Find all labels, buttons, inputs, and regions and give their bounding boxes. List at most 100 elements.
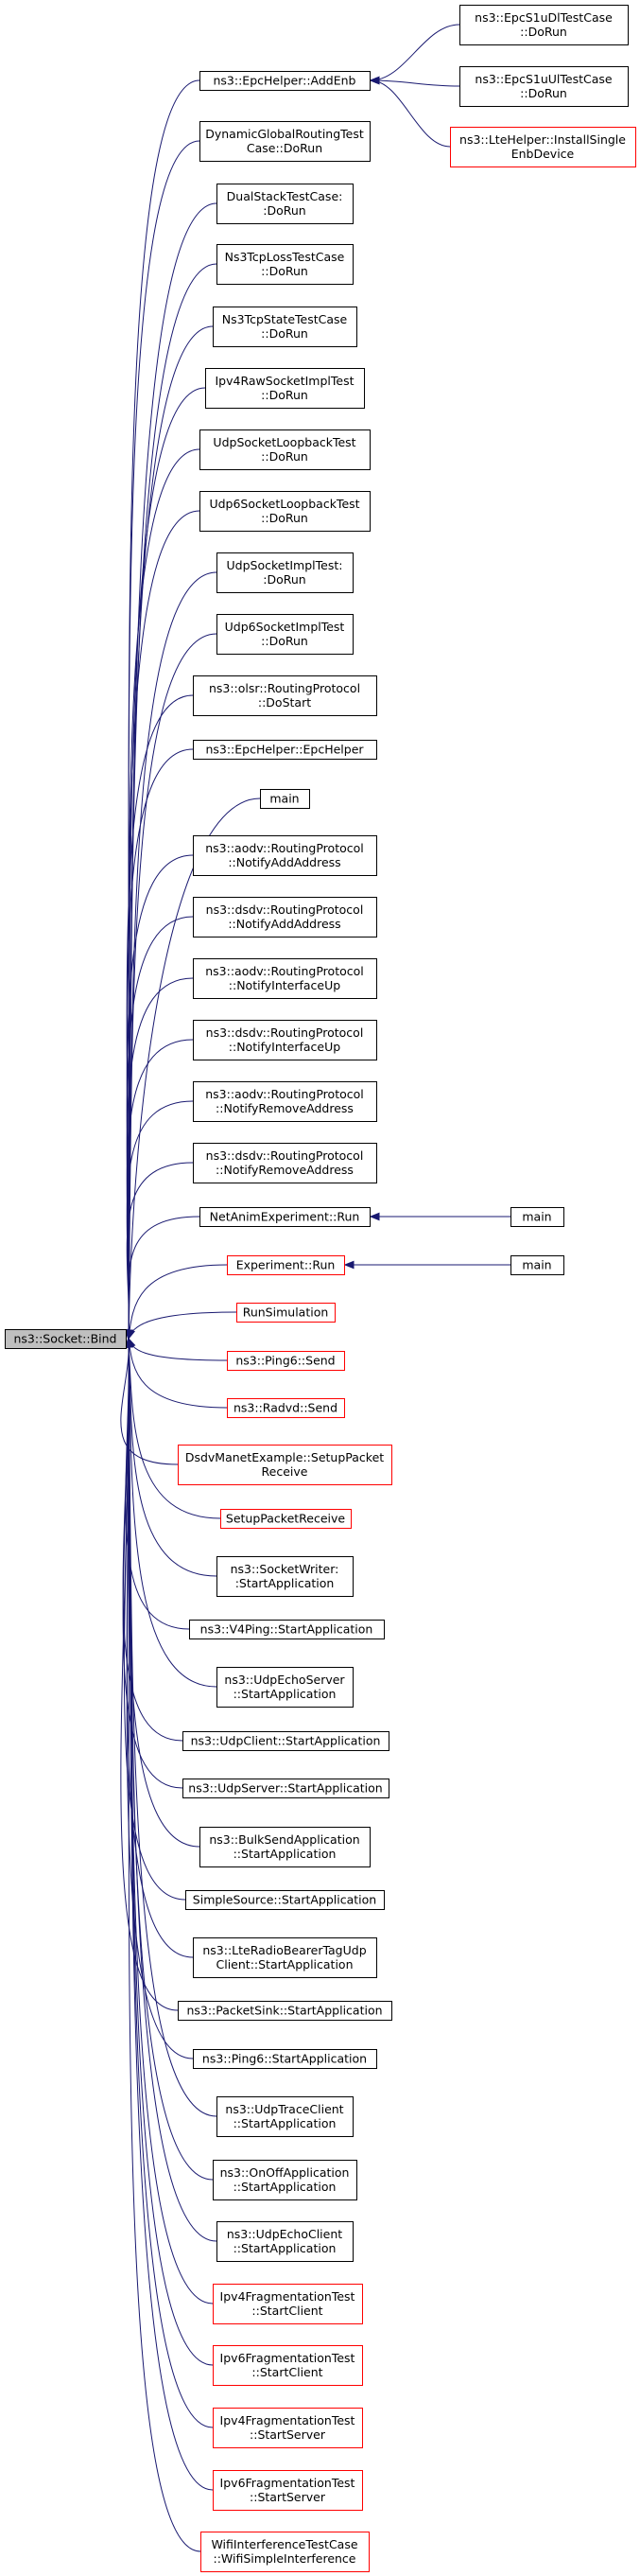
node-box <box>227 1398 345 1418</box>
node-root[interactable]: ns3::Socket::Bind <box>5 1329 127 1349</box>
node-udptrace[interactable]: ns3::UdpTraceClient::StartApplication <box>216 2096 354 2137</box>
node-ipv6frags[interactable]: Ipv6FragmentationTest::StartServer <box>213 2470 363 2511</box>
node-udp6loop[interactable]: Udp6SocketLoopbackTest::DoRun <box>199 491 371 532</box>
node-label: WifiInterferenceTestCase <box>211 2537 357 2551</box>
node-ping6start[interactable]: ns3::Ping6::StartApplication <box>193 2049 377 2069</box>
node-olsr[interactable]: ns3::olsr::RoutingProtocol::DoStart <box>193 675 377 716</box>
node-packetsink[interactable]: ns3::PacketSink::StartApplication <box>178 2001 392 2021</box>
node-aodvup[interactable]: ns3::aodv::RoutingProtocol::NotifyInterf… <box>193 958 377 999</box>
edge-tcpstate-to-root <box>124 325 214 1341</box>
node-exprun[interactable]: Experiment::Run <box>227 1255 345 1275</box>
node-box <box>193 1937 377 1978</box>
node-box <box>216 552 354 593</box>
node-box <box>189 1620 385 1639</box>
node-addenb[interactable]: ns3::EpcHelper::AddEnb <box>199 71 371 91</box>
node-label: ::NotifyAddAddress <box>228 917 340 931</box>
node-main1[interactable]: main <box>260 789 310 809</box>
edge-radvdsend-to-root <box>125 1337 228 1409</box>
node-bulksend[interactable]: ns3::BulkSendApplication::StartApplicati… <box>199 1827 371 1867</box>
node-simplesource[interactable]: SimpleSource::StartApplication <box>185 1890 385 1910</box>
node-label: Client::StartApplication <box>216 1957 354 1971</box>
node-label: Case::DoRun <box>247 141 322 155</box>
node-box <box>178 1445 392 1485</box>
node-label: RunSimulation <box>243 1306 329 1320</box>
arrowhead <box>369 76 380 85</box>
node-box <box>510 1207 564 1227</box>
node-label: ns3::SocketWriter: <box>231 1562 339 1576</box>
edge-line <box>128 1338 201 2552</box>
node-ping6send[interactable]: ns3::Ping6::Send <box>227 1351 345 1371</box>
node-box <box>199 1827 371 1867</box>
node-udploop[interactable]: UdpSocketLoopbackTest::DoRun <box>199 429 371 470</box>
node-box <box>193 1143 377 1183</box>
node-dualstack[interactable]: DualStackTestCase::DoRun <box>216 184 354 224</box>
node-label: ns3::UdpEchoServer <box>224 1673 345 1687</box>
node-udpechoserver[interactable]: ns3::UdpEchoServer::StartApplication <box>216 1667 354 1708</box>
node-box <box>216 184 354 224</box>
node-dsdvrem[interactable]: ns3::dsdv::RoutingProtocol::NotifyRemove… <box>193 1143 377 1183</box>
node-aodvrem[interactable]: ns3::aodv::RoutingProtocol::NotifyRemove… <box>193 1081 377 1122</box>
node-ipv4frags[interactable]: Ipv4FragmentationTest::StartServer <box>213 2408 363 2448</box>
node-radvdsend[interactable]: ns3::Radvd::Send <box>227 1398 345 1418</box>
node-label: ::StartClient <box>251 2365 322 2379</box>
node-setuprecv[interactable]: SetupPacketReceive <box>220 1509 352 1529</box>
node-dsdvup[interactable]: ns3::dsdv::RoutingProtocol::NotifyInterf… <box>193 1020 377 1060</box>
node-udpclient[interactable]: ns3::UdpClient::StartApplication <box>182 1731 389 1751</box>
node-runsim[interactable]: RunSimulation <box>236 1303 336 1323</box>
node-ipv4fragc[interactable]: Ipv4FragmentationTest::StartClient <box>213 2284 363 2324</box>
node-dsdvadd[interactable]: ns3::dsdv::RoutingProtocol::NotifyAddAdd… <box>193 897 377 938</box>
node-tcploss[interactable]: Ns3TcpLossTestCase::DoRun <box>216 244 354 285</box>
node-label: ns3::PacketSink::StartApplication <box>186 2004 382 2018</box>
node-label: :DoRun <box>263 572 305 587</box>
node-label: ::NotifyRemoveAddress <box>216 1163 354 1177</box>
node-label: EnbDevice <box>511 147 575 161</box>
edge-aodvup-to-root <box>124 977 194 1341</box>
node-udpechoclient[interactable]: ns3::UdpEchoClient::StartApplication <box>216 2221 354 2262</box>
node-label: ns3::Ping6::Send <box>235 1354 335 1368</box>
edge-runsim-to-root <box>127 1311 237 1341</box>
node-label: ns3::Socket::Bind <box>14 1332 117 1346</box>
node-udp6impl[interactable]: Udp6SocketImplTest::DoRun <box>216 614 354 655</box>
node-main3[interactable]: main <box>510 1255 564 1275</box>
node-epchelper[interactable]: ns3::EpcHelper::EpcHelper <box>193 740 377 760</box>
node-lteradio[interactable]: ns3::LteRadioBearerTagUdpClient::StartAp… <box>193 1937 377 1978</box>
node-box <box>236 1303 336 1323</box>
edge-line <box>120 1338 179 2011</box>
node-main2[interactable]: main <box>510 1207 564 1227</box>
node-epcdl[interactable]: ns3::EpcS1uDlTestCase::DoRun <box>459 5 629 45</box>
node-dsdvmanet[interactable]: DsdvManetExample::SetupPacketReceive <box>178 1445 392 1485</box>
node-epcul[interactable]: ns3::EpcS1uUlTestCase::DoRun <box>459 66 629 107</box>
node-box <box>459 66 629 107</box>
node-aodvadd[interactable]: ns3::aodv::RoutingProtocol::NotifyAddAdd… <box>193 835 377 876</box>
node-udpimpl[interactable]: UdpSocketImplTest::DoRun <box>216 552 354 593</box>
node-label: ns3::UdpServer::StartApplication <box>188 1781 382 1796</box>
node-box <box>193 835 377 876</box>
node-box <box>193 2049 377 2069</box>
node-box <box>199 491 371 532</box>
node-udpserver[interactable]: ns3::UdpServer::StartApplication <box>182 1779 389 1798</box>
node-label: ns3::dsdv::RoutingProtocol <box>206 1025 364 1040</box>
node-tcpstate[interactable]: Ns3TcpStateTestCase::DoRun <box>213 307 357 347</box>
node-label: ::StartApplication <box>234 1847 337 1861</box>
node-sockwriter[interactable]: ns3::SocketWriter::StartApplication <box>216 1556 354 1597</box>
node-ipv4raw[interactable]: Ipv4RawSocketImplTest::DoRun <box>205 368 365 409</box>
edge-aodvrem-to-root <box>125 1100 194 1341</box>
node-ipv6fragc[interactable]: Ipv6FragmentationTest::StartClient <box>213 2345 363 2386</box>
edge-setuprecv-to-root <box>125 1337 221 1519</box>
node-box <box>216 2096 354 2137</box>
edge-line <box>128 1338 200 1848</box>
node-v4ping[interactable]: ns3::V4Ping::StartApplication <box>189 1620 385 1639</box>
node-box <box>216 1556 354 1597</box>
edge-main2-to-netanim <box>369 1212 510 1221</box>
node-wifiinterf[interactable]: WifiInterferenceTestCase::WifiSimpleInte… <box>200 2532 370 2572</box>
node-box <box>450 127 636 167</box>
node-box <box>193 675 377 716</box>
edge-line <box>128 1338 228 1409</box>
node-onoff[interactable]: ns3::OnOffApplication::StartApplication <box>213 2160 357 2200</box>
node-netanim[interactable]: NetAnimExperiment::Run <box>199 1207 371 1227</box>
edge-bulksend-to-root <box>124 1337 200 1848</box>
node-box <box>193 958 377 999</box>
edge-dynamic-to-root <box>124 140 200 1341</box>
